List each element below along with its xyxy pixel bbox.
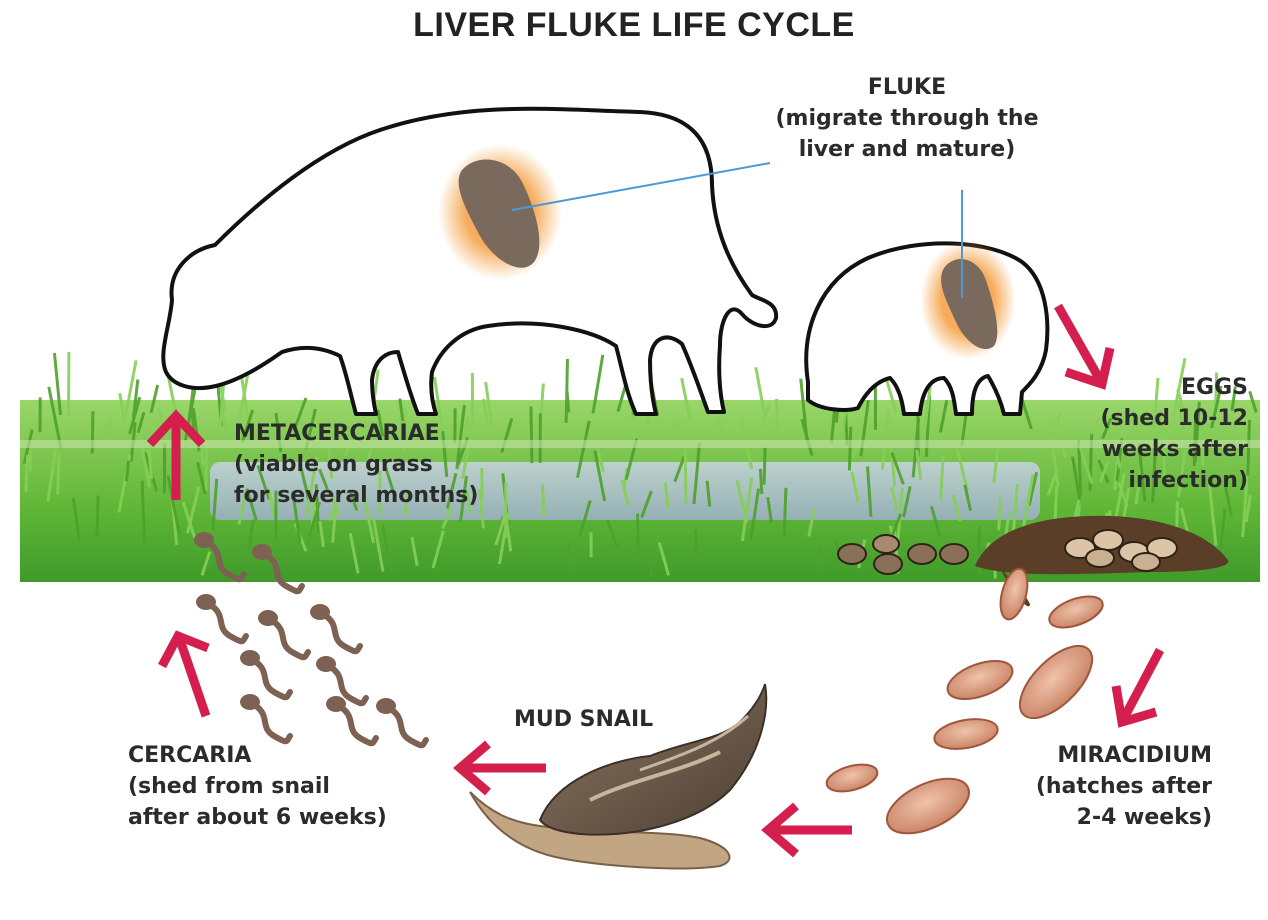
cercaria xyxy=(376,698,426,745)
arrow-up-cercaria xyxy=(162,636,208,716)
fluke-stage-name: FLUKE xyxy=(752,72,1062,103)
eggs-label: EGGS (shed 10-12 weeks after infection) xyxy=(1060,372,1248,496)
grass-blade xyxy=(760,469,761,494)
grass-blade xyxy=(58,455,59,495)
grass-blade xyxy=(849,427,850,471)
grass-blade xyxy=(685,443,686,503)
fluke-desc-line1: (migrate through the xyxy=(752,103,1062,134)
grass-blade xyxy=(777,399,778,430)
cercaria xyxy=(326,696,376,743)
mud-snail-label: MUD SNAIL xyxy=(514,704,653,735)
eggs-desc-line3: infection) xyxy=(1060,465,1248,496)
grass-blade xyxy=(638,514,639,565)
grass-blade xyxy=(784,488,786,537)
miracidium-label: MIRACIDIUM (hatches after 2-4 weeks) xyxy=(990,740,1212,833)
mud-snail-stage-name: MUD SNAIL xyxy=(514,704,653,735)
metacercariae-label: METACERCARIAE (viable on grass for sever… xyxy=(234,418,478,511)
eggs-stage-name: EGGS xyxy=(1060,372,1248,403)
grass-blade xyxy=(999,498,1001,530)
cercaria-label: CERCARIA (shed from snail after about 6 … xyxy=(128,740,387,833)
metacercariae-desc-line2: for several months) xyxy=(234,480,478,511)
fluke-label: FLUKE (migrate through the liver and mat… xyxy=(752,72,1062,165)
grass-blade xyxy=(566,359,567,423)
arrow-left-cercaria xyxy=(460,744,546,792)
miracidium-desc-line1: (hatches after xyxy=(990,771,1212,802)
grass-blade xyxy=(764,448,765,485)
grass-blade xyxy=(651,557,652,578)
cercaria xyxy=(310,604,360,651)
grass-blade xyxy=(542,484,543,515)
diagram-title: LIVER FLUKE LIFE CYCLE xyxy=(0,6,1268,45)
fluke-desc-line2: liver and mature) xyxy=(752,134,1062,165)
cercaria xyxy=(196,594,246,641)
cercaria xyxy=(258,610,308,657)
cercaria-stage-name: CERCARIA xyxy=(128,740,387,771)
eggs-desc-line1: (shed 10-12 xyxy=(1060,403,1248,434)
cercaria xyxy=(316,656,366,703)
cercaria-desc-line1: (shed from snail xyxy=(128,771,387,802)
arrow-down-miracidium xyxy=(1116,650,1160,722)
grass-blade xyxy=(569,544,571,573)
grass-blade xyxy=(696,530,697,561)
cercaria xyxy=(240,694,290,741)
grass-blade xyxy=(26,455,28,492)
cercaria-desc-line2: after about 6 weeks) xyxy=(128,802,387,833)
sheep-liver xyxy=(920,240,1016,360)
cow-liver xyxy=(438,144,562,280)
miracidium-stage-name: MIRACIDIUM xyxy=(990,740,1212,771)
eggs-desc-line2: weeks after xyxy=(1060,434,1248,465)
cercaria xyxy=(240,650,290,697)
grass-blade xyxy=(126,461,128,482)
metacercariae-stage-name: METACERCARIAE xyxy=(234,418,478,449)
grass-blade xyxy=(531,406,532,463)
grass-blade xyxy=(567,391,569,412)
miracidium-desc-line2: 2-4 weeks) xyxy=(990,802,1212,833)
metacercariae-desc-line1: (viable on grass xyxy=(234,449,478,480)
grass-blade xyxy=(97,496,98,537)
arrow-left-snail xyxy=(768,806,852,854)
